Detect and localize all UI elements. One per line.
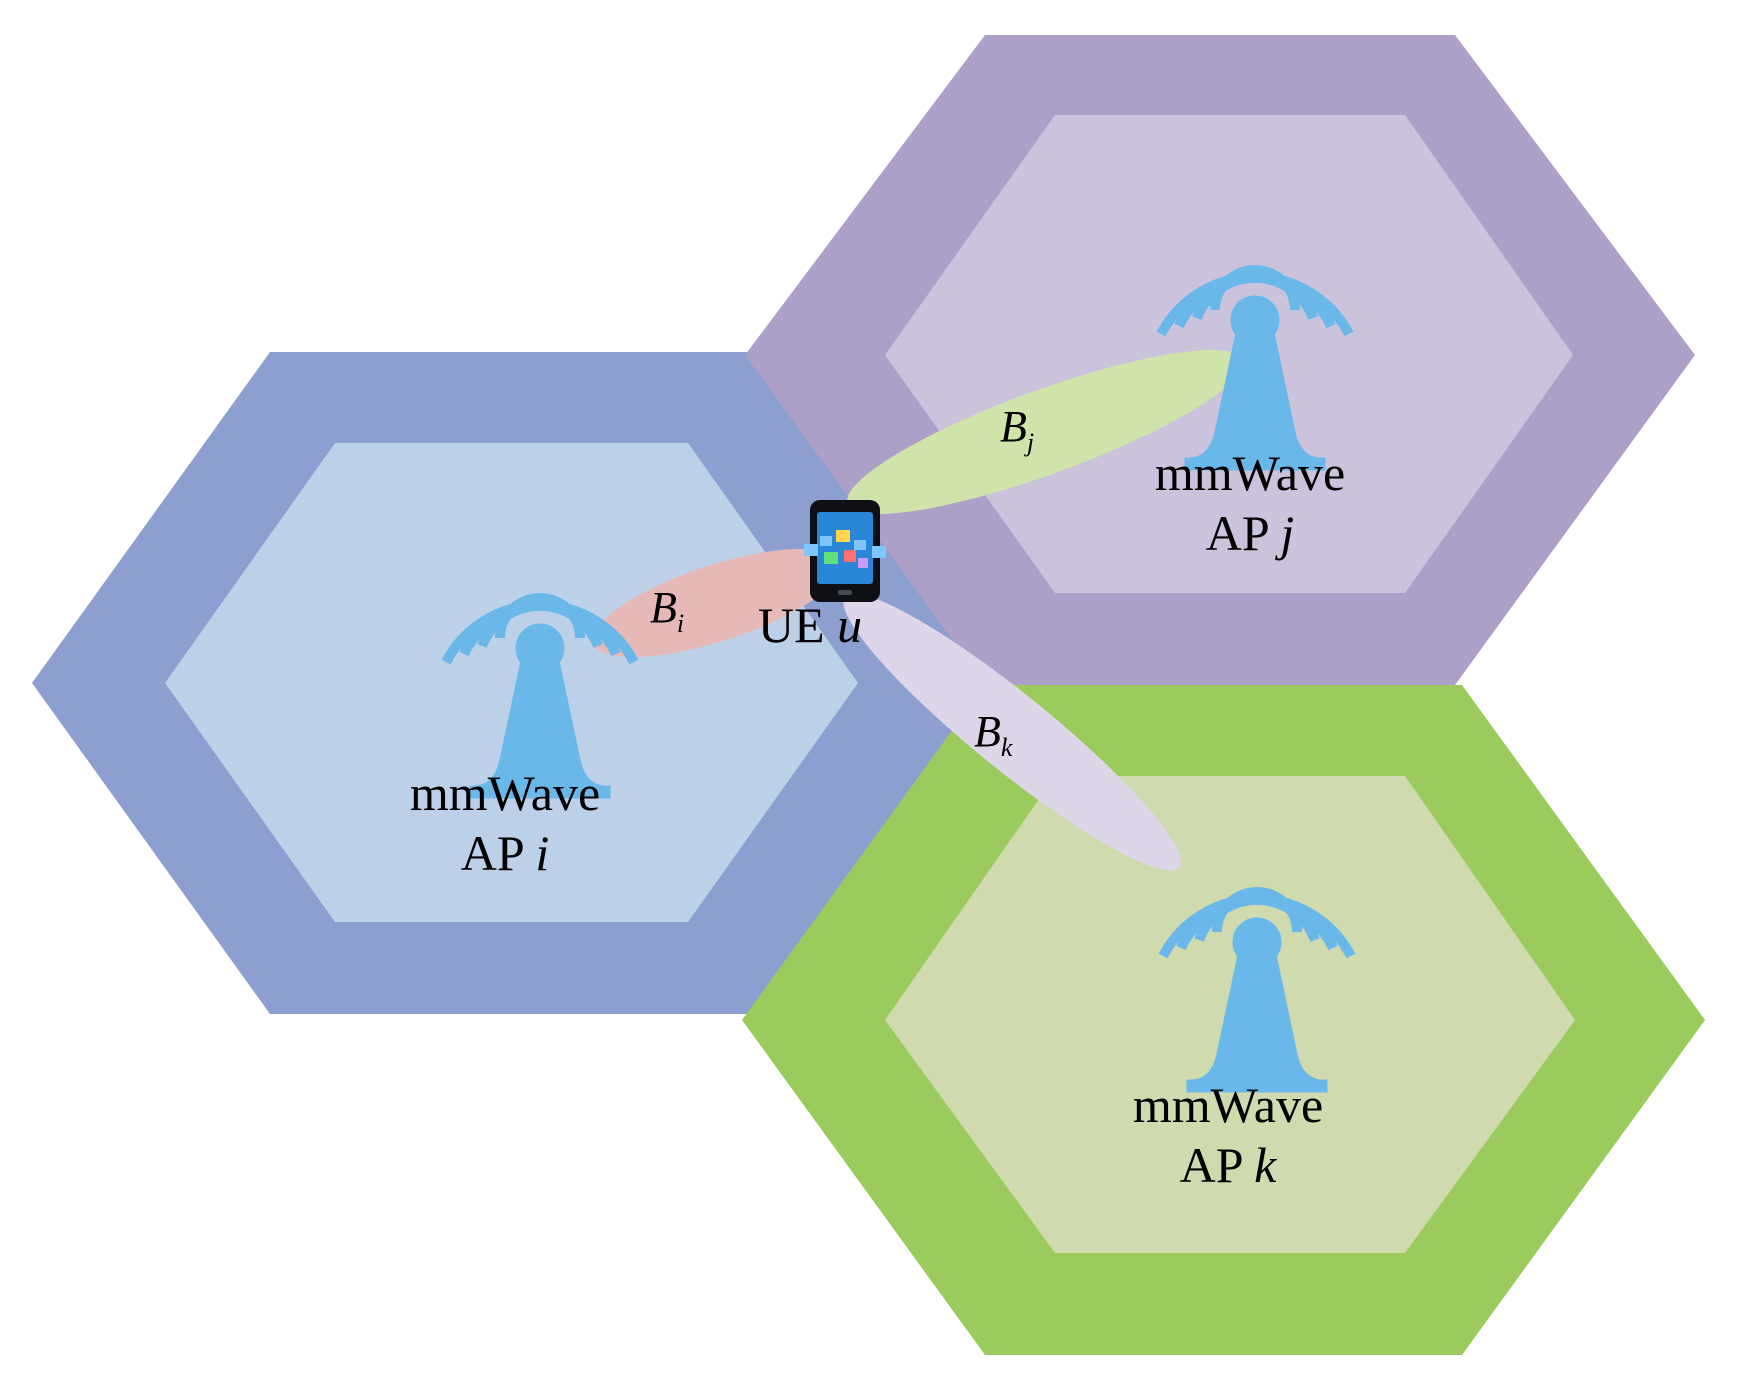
- beam-i-label: Bi: [650, 583, 684, 638]
- smartphone-icon: [804, 500, 886, 602]
- ap-j-label-line2: AP j: [1206, 505, 1294, 561]
- beam-k: [843, 593, 1181, 871]
- ue-label: UE u: [758, 597, 862, 653]
- ap-i-label-line2: AP i: [461, 825, 549, 881]
- cell-ap-i: [32, 352, 996, 1014]
- beam-j: [847, 350, 1243, 514]
- beam-k-label: Bk: [974, 707, 1013, 762]
- ap-k-label-line2: AP k: [1180, 1137, 1278, 1193]
- ap-j-label-line1: mmWave: [1155, 445, 1345, 501]
- beam-j-label: Bj: [1000, 402, 1034, 457]
- ap-i-label-line1: mmWave: [410, 765, 600, 821]
- cell-i-inner-hexagon: [165, 443, 858, 922]
- beam-i: [592, 548, 842, 658]
- ap-k-label-line1: mmWave: [1133, 1077, 1323, 1133]
